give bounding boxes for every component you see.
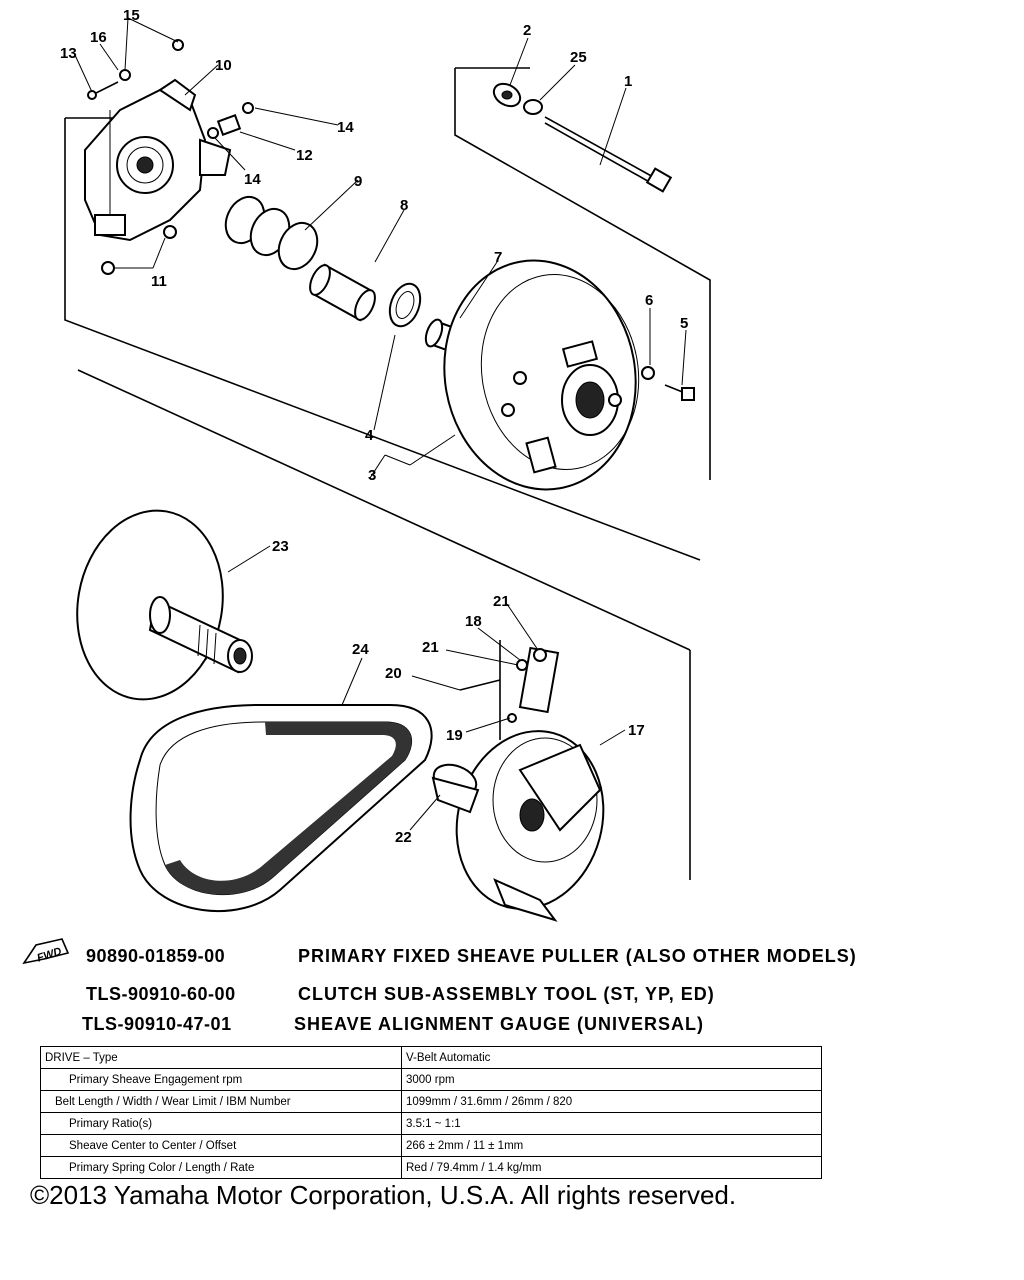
spec-label: Primary Sheave Engagement rpm: [40, 1068, 402, 1091]
callout-12: 12: [296, 147, 313, 164]
callout-24: 24: [352, 641, 369, 658]
movable-sheave: [443, 259, 640, 491]
callout-11: 11: [151, 273, 167, 290]
spec-value: 1099mm / 31.6mm / 26mm / 820: [401, 1090, 822, 1113]
exploded-parts-diagram: 1 2 3 4 5 6 7 8 9 10 11 12 13 14 14 15 1…: [60, 7, 711, 922]
callout-6: 6: [645, 292, 653, 309]
spec-label: Belt Length / Width / Wear Limit / IBM N…: [40, 1090, 402, 1113]
callout-1: 1: [624, 73, 632, 90]
tool-description: CLUTCH SUB-ASSEMBLY TOOL (ST, YP, ED): [298, 984, 715, 1004]
tool-row: 90890-01859-00 PRIMARY FIXED SHEAVE PULL…: [0, 946, 1024, 974]
spec-label: Sheave Center to Center / Offset: [40, 1134, 402, 1157]
table-row: Primary Sheave Engagement rpm 3000 rpm: [40, 1068, 822, 1091]
spec-value: 3000 rpm: [401, 1068, 822, 1091]
drive-belt: [129, 704, 433, 912]
tool-part-number: 90890-01859-00: [86, 946, 226, 966]
tool-row: TLS-90910-60-00 CLUTCH SUB-ASSEMBLY TOOL…: [0, 984, 1024, 1012]
callout-20: 20: [385, 665, 402, 682]
tool-part-number: TLS-90910-47-01: [82, 1014, 232, 1034]
callout-10: 10: [215, 57, 232, 74]
callout-18: 18: [465, 613, 482, 630]
callout-8: 8: [400, 197, 408, 214]
callout-4: 4: [365, 427, 374, 444]
table-row: Sheave Center to Center / Offset 266 ± 2…: [40, 1134, 822, 1157]
callout-21a: 21: [493, 593, 510, 610]
callout-13: 13: [60, 45, 77, 62]
callout-23: 23: [272, 538, 289, 555]
tool-description: SHEAVE ALIGNMENT GAUGE (UNIVERSAL): [294, 1014, 705, 1034]
upper-assembly-outline: [64, 67, 711, 880]
table-row: Primary Ratio(s) 3.5:1 ~ 1:1: [40, 1112, 822, 1135]
spec-header-label: DRIVE – Type: [40, 1046, 402, 1069]
callout-21b: 21: [422, 639, 439, 656]
callout-17: 17: [628, 722, 645, 739]
table-row: Primary Spring Color / Length / Rate Red…: [40, 1156, 822, 1179]
secondary-sheave: [431, 646, 605, 922]
callout-9: 9: [354, 173, 362, 190]
fwd-tool-icon: FWD: [22, 938, 70, 965]
spec-value: 266 ± 2mm / 11 ± 1mm: [401, 1134, 822, 1157]
leader-lines: [74, 17, 687, 831]
callout-2: 2: [523, 22, 531, 39]
tool-row: TLS-90910-47-01 SHEAVE ALIGNMENT GAUGE (…: [0, 1014, 1024, 1042]
callout-14b: 14: [244, 171, 261, 188]
callout-3: 3: [368, 467, 376, 484]
callout-16: 16: [90, 29, 107, 46]
bolt-and-washers: [492, 82, 695, 401]
spec-value: Red / 79.4mm / 1.4 kg/mm: [401, 1156, 822, 1179]
spider-hardware: [87, 39, 254, 275]
drive-spec-table: DRIVE – Type V-Belt Automatic Primary Sh…: [40, 1046, 822, 1179]
spec-label: Primary Ratio(s): [40, 1112, 402, 1135]
callout-labels: 1 2 3 4 5 6 7 8 9 10 11 12 13 14 14 15 1…: [60, 7, 688, 846]
clutch-springs: [224, 195, 319, 271]
fixed-sheave: [76, 509, 253, 701]
callout-14a: 14: [337, 119, 354, 136]
callout-22: 22: [395, 829, 412, 846]
spider-assembly: [84, 78, 232, 242]
tool-description: PRIMARY FIXED SHEAVE PULLER (ALSO OTHER …: [298, 946, 857, 966]
callout-15: 15: [123, 7, 140, 24]
spec-label: Primary Spring Color / Length / Rate: [40, 1156, 402, 1179]
collar: [309, 263, 376, 322]
copyright-notice: ©2013 Yamaha Motor Corporation, U.S.A. A…: [30, 1180, 737, 1210]
tool-part-number: TLS-90910-60-00: [86, 984, 236, 1004]
callout-5: 5: [680, 315, 688, 332]
spec-value: 3.5:1 ~ 1:1: [401, 1112, 822, 1135]
callout-25: 25: [570, 49, 587, 66]
callout-19: 19: [446, 727, 463, 744]
table-row: DRIVE – Type V-Belt Automatic: [40, 1046, 822, 1069]
spec-header-value: V-Belt Automatic: [401, 1046, 822, 1069]
callout-7: 7: [494, 249, 502, 266]
table-row: Belt Length / Width / Wear Limit / IBM N…: [40, 1090, 822, 1113]
